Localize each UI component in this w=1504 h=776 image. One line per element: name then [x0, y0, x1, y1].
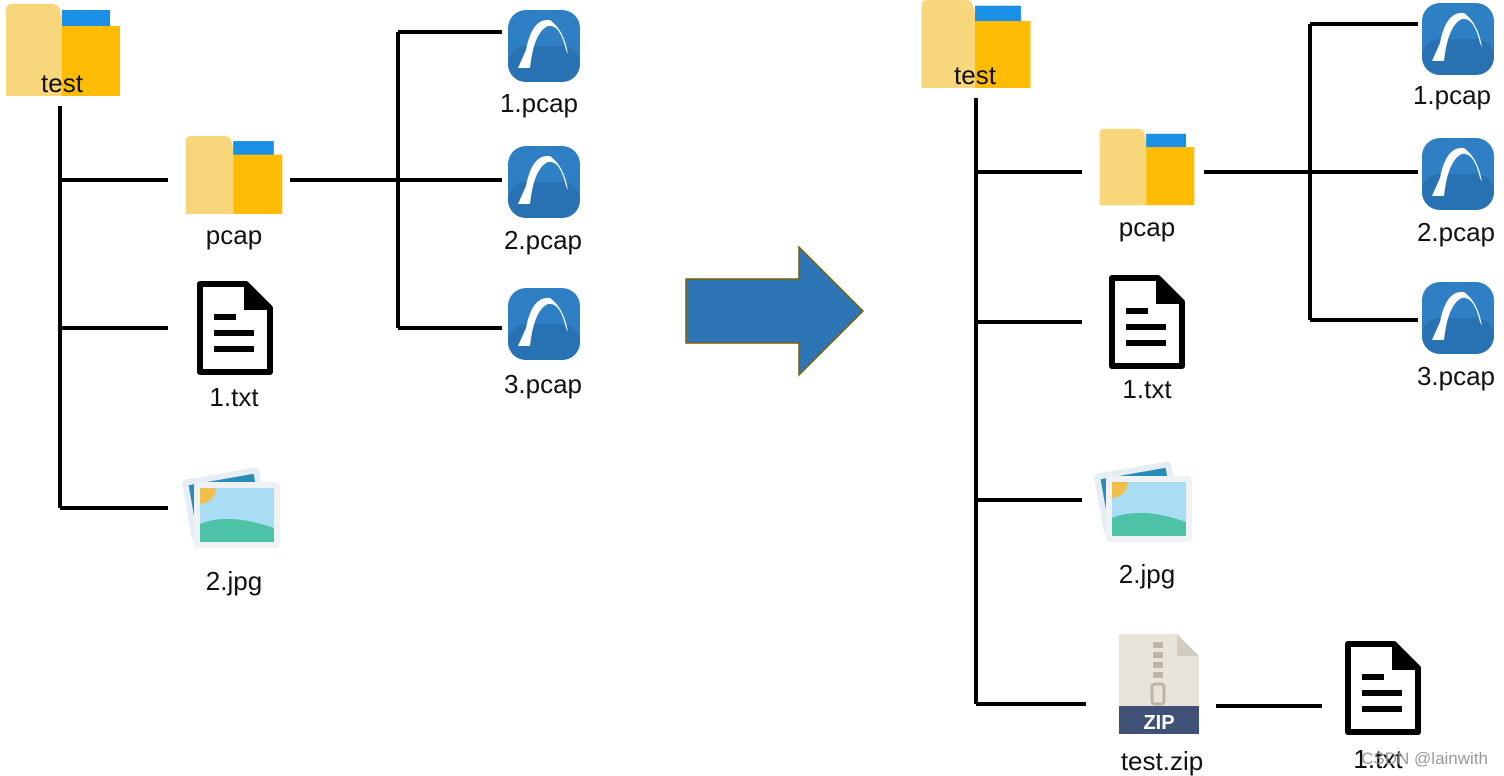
after-jpg-file[interactable]: 2.jpg [1093, 460, 1192, 589]
before-pcap-file-2[interactable]: 2.pcap [504, 146, 582, 255]
before-root-label: test [41, 68, 84, 98]
after-tree: test pcap 1.pcap 2.pcap 3.pcap 1.txt 2.j… [921, 0, 1495, 776]
after-pcap-file-2-label: 2.pcap [1417, 217, 1495, 247]
image-icon [181, 466, 280, 548]
after-root-folder[interactable]: test [921, 0, 1031, 90]
after-pcap-file-3-label: 3.pcap [1417, 361, 1495, 391]
after-txt-file[interactable]: 1.txt [1112, 276, 1184, 404]
after-zip-file[interactable]: ZIP test.zip [1117, 632, 1203, 776]
wireshark-icon [1422, 138, 1494, 210]
after-zip-txt-label: 1.txt [1353, 744, 1403, 774]
before-jpg-file[interactable]: 2.jpg [181, 466, 280, 596]
after-pcap-file-3[interactable]: 3.pcap [1417, 282, 1495, 391]
after-zip-label: test.zip [1121, 746, 1203, 776]
wireshark-icon [508, 288, 580, 360]
watermark: CSDN @lainwith [1361, 749, 1488, 768]
text-file-icon [1112, 276, 1184, 366]
before-root-folder[interactable]: test [6, 4, 120, 98]
folder-icon [1099, 128, 1195, 206]
wireshark-icon [1422, 282, 1494, 354]
before-txt-file[interactable]: 1.txt [200, 282, 272, 412]
before-pcap-folder-label: pcap [206, 220, 262, 250]
wireshark-icon [508, 10, 580, 82]
text-file-icon [200, 282, 272, 372]
after-zip-txt-file[interactable]: 1.txt [1348, 642, 1420, 774]
before-pcap-file-2-label: 2.pcap [504, 225, 582, 255]
before-txt-label: 1.txt [209, 382, 259, 412]
before-jpg-label: 2.jpg [206, 566, 262, 596]
after-pcap-file-2[interactable]: 2.pcap [1417, 138, 1495, 247]
wireshark-icon [1422, 3, 1494, 75]
wireshark-icon [508, 146, 580, 218]
after-pcap-folder[interactable]: pcap [1099, 128, 1195, 242]
text-file-icon [1348, 642, 1420, 732]
after-pcap-file-1-label: 1.pcap [1413, 80, 1491, 110]
after-root-label: test [954, 60, 997, 90]
before-pcap-file-3[interactable]: 3.pcap [504, 288, 582, 399]
right-arrow-icon [685, 245, 865, 377]
image-icon [1093, 460, 1192, 542]
after-pcap-file-1[interactable]: 1.pcap [1413, 3, 1494, 110]
after-pcap-folder-label: pcap [1119, 212, 1175, 242]
before-pcap-folder[interactable]: pcap [185, 136, 283, 250]
before-pcap-file-1[interactable]: 1.pcap [500, 10, 580, 118]
before-pcap-file-3-label: 3.pcap [504, 369, 582, 399]
transform-arrow [685, 245, 865, 377]
before-pcap-file-1-label: 1.pcap [500, 88, 578, 118]
folder-icon [185, 136, 283, 214]
after-jpg-label: 2.jpg [1119, 559, 1175, 589]
after-txt-label: 1.txt [1122, 374, 1172, 404]
before-tree: test pcap 1.pcap 2.pcap 3.pcap 1.txt 2.j… [6, 4, 582, 596]
zip-badge-text: ZIP [1143, 712, 1174, 734]
